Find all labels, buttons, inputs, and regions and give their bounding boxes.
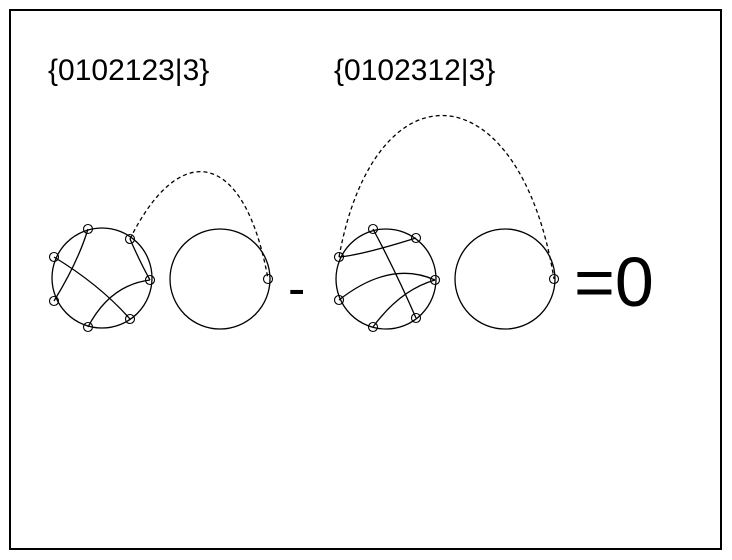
term1-point xyxy=(82,223,94,235)
figure-frame xyxy=(9,9,722,550)
term1-dashed-arc xyxy=(129,171,269,280)
term2-point xyxy=(333,294,345,306)
term1-point xyxy=(144,274,156,286)
term2-right-circle xyxy=(454,228,556,330)
equals-zero-result: =0 xyxy=(574,243,654,321)
minus-operator: - xyxy=(288,260,305,318)
term2-left-circle xyxy=(335,228,437,330)
term2-chord xyxy=(372,228,417,319)
term1-chord xyxy=(87,279,151,328)
term1-right-circle xyxy=(169,228,271,330)
term2-point xyxy=(548,273,560,285)
term2-chord xyxy=(372,279,436,328)
term2-point xyxy=(429,274,441,286)
term1-point xyxy=(124,233,136,245)
term2-point xyxy=(410,312,422,324)
term1-point xyxy=(124,313,136,325)
term2-point xyxy=(410,232,422,244)
term1-diagram xyxy=(48,171,274,333)
term2-diagram xyxy=(333,115,560,333)
term2-point xyxy=(333,251,345,263)
term1-point xyxy=(262,273,274,285)
term1-point xyxy=(82,321,94,333)
term1-chord xyxy=(53,228,89,302)
term2-chord xyxy=(338,272,436,301)
term2-chord xyxy=(338,237,417,258)
term1-point xyxy=(48,295,60,307)
term2-point xyxy=(367,223,379,235)
term2-dashed-arc xyxy=(338,115,555,280)
term2-label: {0102312|3} xyxy=(334,54,495,87)
term1-chord xyxy=(53,256,131,320)
term1-point xyxy=(48,251,60,263)
term2-point xyxy=(367,321,379,333)
term1-label: {0102123|3} xyxy=(48,54,209,87)
term1-left-circle xyxy=(51,227,153,329)
